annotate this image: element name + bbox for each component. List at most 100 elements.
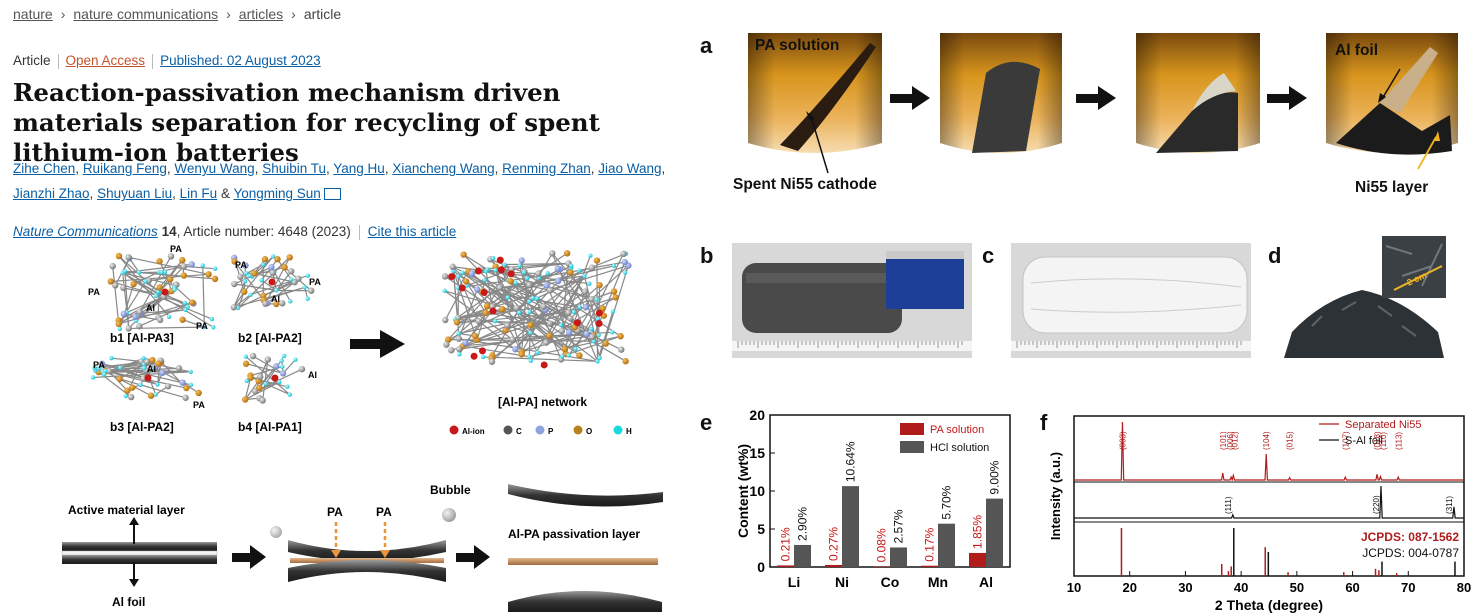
al-foil-label: Al foil: [112, 595, 145, 609]
journal-link[interactable]: Nature Communications: [13, 224, 158, 239]
pa-label: PA: [93, 360, 105, 370]
photo-jar-4: [1326, 33, 1458, 155]
bar-al-pa: [969, 552, 986, 567]
y-tick-label: 5: [757, 521, 765, 537]
data-label: 2.57%: [892, 509, 906, 543]
breadcrumb-articles[interactable]: articles: [238, 6, 284, 22]
x-tick-label: Mn: [928, 574, 948, 590]
author-list: Zihe Chen, Ruikang Feng, Wenyu Wang, Shu…: [13, 161, 666, 201]
pa-label: PA: [196, 321, 208, 331]
data-label: 0.08%: [875, 528, 889, 562]
pa-label: PA: [376, 505, 392, 519]
chevron-right-icon: ›: [60, 6, 66, 22]
pa-label: PA: [235, 260, 247, 270]
peak-label: (012): [1230, 431, 1239, 450]
peak-label: (311): [1445, 496, 1454, 514]
photo-jar-1: [748, 33, 882, 153]
b4-label: b4 [Al-PA1]: [238, 420, 302, 434]
legend-label: S-Al foil: [1345, 435, 1383, 447]
pa-label: PA: [193, 400, 205, 410]
author-link[interactable]: Shuibin Tu: [262, 161, 326, 176]
author-link[interactable]: Jianzhi Zhao: [13, 186, 90, 201]
bar-mn-hcl: [938, 523, 955, 567]
author-link[interactable]: Zihe Chen: [13, 161, 76, 176]
al-label: Al: [147, 364, 156, 374]
breadcrumb-current: article: [303, 6, 342, 22]
author-link[interactable]: Lin Fu: [179, 186, 218, 201]
pa-label: PA: [88, 287, 100, 297]
author-link[interactable]: Shuyuan Liu: [97, 186, 173, 201]
data-label: 10.64%: [844, 441, 858, 482]
panel-b-letter: b: [700, 243, 714, 268]
panel-d-letter: d: [1268, 243, 1282, 268]
author-link[interactable]: Jiao Wang: [598, 161, 662, 176]
email-icon[interactable]: [323, 188, 341, 201]
panel-f-letter: f: [1040, 410, 1048, 435]
author-link[interactable]: Xiancheng Wang: [392, 161, 495, 176]
x-tick-label: 20: [1122, 580, 1136, 595]
peak-label: (006): [1226, 431, 1235, 450]
peak-label: (111): [1224, 496, 1233, 514]
svg-text:C: C: [516, 427, 522, 436]
ni55-layer-label: Ni55 layer: [1355, 179, 1429, 196]
published-date-link[interactable]: Published: 02 August 2023: [160, 53, 321, 68]
y-tick-label: 20: [749, 407, 765, 423]
x-tick-label: 50: [1290, 580, 1304, 595]
right-arrow-icon: [1076, 86, 1116, 110]
volume: 14: [161, 224, 177, 239]
article-title: Reaction-passivation mechanism driven ma…: [13, 78, 600, 167]
reference-label: JCPDS: 087-1562: [1361, 530, 1459, 544]
breadcrumb: nature › nature communications › articles › ar…: [13, 6, 341, 22]
pa-label: PA: [309, 277, 321, 287]
cite-this-article-link[interactable]: Cite this article: [367, 224, 457, 239]
photo-jar-3: [1136, 33, 1260, 153]
data-label: 0.21%: [779, 527, 793, 561]
right-arrow-icon: [1267, 86, 1307, 110]
bar-ni-pa: [825, 564, 842, 567]
passivation-layer: [508, 558, 658, 565]
bar-li-hcl: [794, 544, 811, 567]
bubble-icon: [270, 526, 282, 538]
open-access-link[interactable]: Open Access: [65, 53, 146, 68]
right-arrow-icon: [890, 86, 930, 110]
bar-mn-pa: [921, 565, 938, 567]
chevron-right-icon: ›: [226, 6, 231, 22]
right-arrow-icon: [456, 545, 490, 569]
network-label: [Al-PA] network: [498, 395, 587, 409]
data-label: 9.00%: [988, 460, 1002, 494]
x-tick-label: 70: [1401, 580, 1415, 595]
x-tick-label: 40: [1234, 580, 1248, 595]
breadcrumb-nature[interactable]: nature: [13, 6, 53, 22]
author-link[interactable]: Yang Hu: [333, 161, 385, 176]
x-axis-label: 2 Theta (degree): [1215, 597, 1323, 613]
right-arrow-icon: [350, 330, 405, 358]
panel-e-letter: e: [700, 410, 713, 435]
y-axis-label: Content (wt%): [735, 444, 751, 538]
peak-label: (113): [1394, 432, 1403, 450]
y-tick-label: 10: [749, 483, 765, 499]
data-label: 2.90%: [796, 507, 810, 541]
peak-label: (104): [1262, 431, 1271, 450]
author-link[interactable]: Ruikang Feng: [82, 161, 167, 176]
breadcrumb-nature-communications[interactable]: nature communications: [73, 6, 219, 22]
x-tick-label: 10: [1067, 580, 1081, 595]
bar-ni-hcl: [842, 486, 859, 567]
author-link[interactable]: Renming Zhan: [502, 161, 591, 176]
bar-li-pa: [777, 565, 794, 567]
legend-label: HCl solution: [930, 442, 989, 454]
bubble-label: Bubble: [430, 483, 471, 497]
bar-al-hcl: [986, 498, 1003, 567]
b1-label: b1 [Al-PA3]: [110, 331, 174, 345]
b2-label: b2 [Al-PA2]: [238, 331, 302, 345]
peak-label: (003): [1118, 431, 1127, 450]
pa-solution-label: PA solution: [755, 37, 840, 54]
legend-swatch: [900, 441, 924, 453]
author-link[interactable]: Yongming Sun: [233, 186, 321, 201]
chevron-right-icon: ›: [291, 6, 296, 22]
peak-label: (220): [1372, 495, 1381, 514]
author-link[interactable]: Wenyu Wang: [174, 161, 255, 176]
bubble-icon: [442, 508, 456, 522]
passivation-label: Al-PA passivation layer: [508, 527, 640, 541]
al-label: Al: [146, 303, 155, 313]
